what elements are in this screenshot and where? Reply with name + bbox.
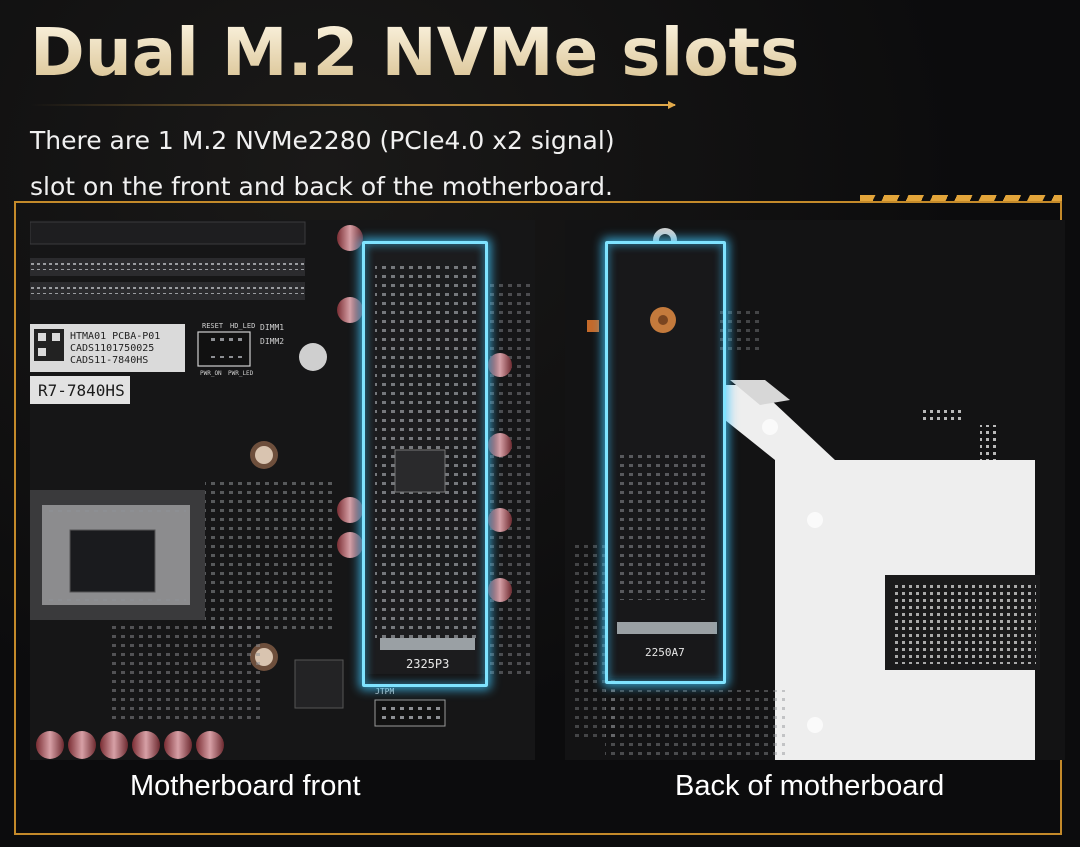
frame-accent-stripes	[860, 195, 1062, 203]
ssd-module-front: 2325P3	[368, 244, 486, 674]
back-m2-slot-highlight	[605, 241, 726, 684]
cpu-model-label: R7-7840HS	[38, 381, 125, 400]
capacitors	[36, 225, 512, 759]
motherboard-back-illustration: 2250A7	[565, 220, 1065, 760]
dimm2-label: DIMM2	[260, 337, 284, 346]
motherboard-front-photo: HTMA01 PCBA-P01 CADS1101750025 CADS11-78…	[30, 220, 535, 760]
subtitle: There are 1 M.2 NVMe2280 (PCIe4.0 x2 sig…	[30, 118, 730, 210]
motherboard-back-photo: 2250A7	[565, 220, 1065, 760]
subtitle-line-1: There are 1 M.2 NVMe2280 (PCIe4.0 x2 sig…	[30, 126, 615, 155]
page-title: Dual M.2 NVMe slots	[30, 14, 800, 91]
header-label-hdled: HD_LED	[230, 322, 255, 330]
dimm-slots	[30, 221, 306, 300]
sticker-line-1: HTMA01 PCBA-P01	[70, 331, 160, 342]
caption-motherboard-back: Back of motherboard	[675, 770, 945, 802]
caption-motherboard-front: Motherboard front	[130, 770, 361, 802]
dimm1-label: DIMM1	[260, 323, 284, 332]
front-panel-header: RESET HD_LED PWR_ON PWR_LED DIMM1 DIMM2	[197, 322, 284, 377]
cpu-package	[30, 490, 205, 620]
header-label-pwron: PWR_ON	[200, 370, 222, 377]
header-label-pwrled: PWR_LED	[228, 370, 254, 377]
ssd-front-marking: 2325P3	[406, 657, 449, 671]
title-underline	[30, 104, 675, 106]
front-m2-slot-highlight	[362, 241, 488, 687]
ssd-back-marking: 2250A7	[645, 646, 685, 659]
sticker-line-2: CADS1101750025	[70, 343, 154, 354]
ssd-module-back: 2250A7	[610, 242, 720, 677]
jtpm-label: JTPM	[375, 687, 394, 696]
title-underline-arrow	[668, 101, 676, 109]
header-label-reset: RESET	[202, 322, 224, 330]
pcb-sticker: HTMA01 PCBA-P01 CADS1101750025 CADS11-78…	[30, 324, 185, 404]
sticker-line-3: CADS11-7840HS	[70, 355, 148, 366]
motherboard-front-illustration: HTMA01 PCBA-P01 CADS1101750025 CADS11-78…	[30, 220, 535, 760]
subtitle-line-2: slot on the front and back of the mother…	[30, 172, 613, 201]
